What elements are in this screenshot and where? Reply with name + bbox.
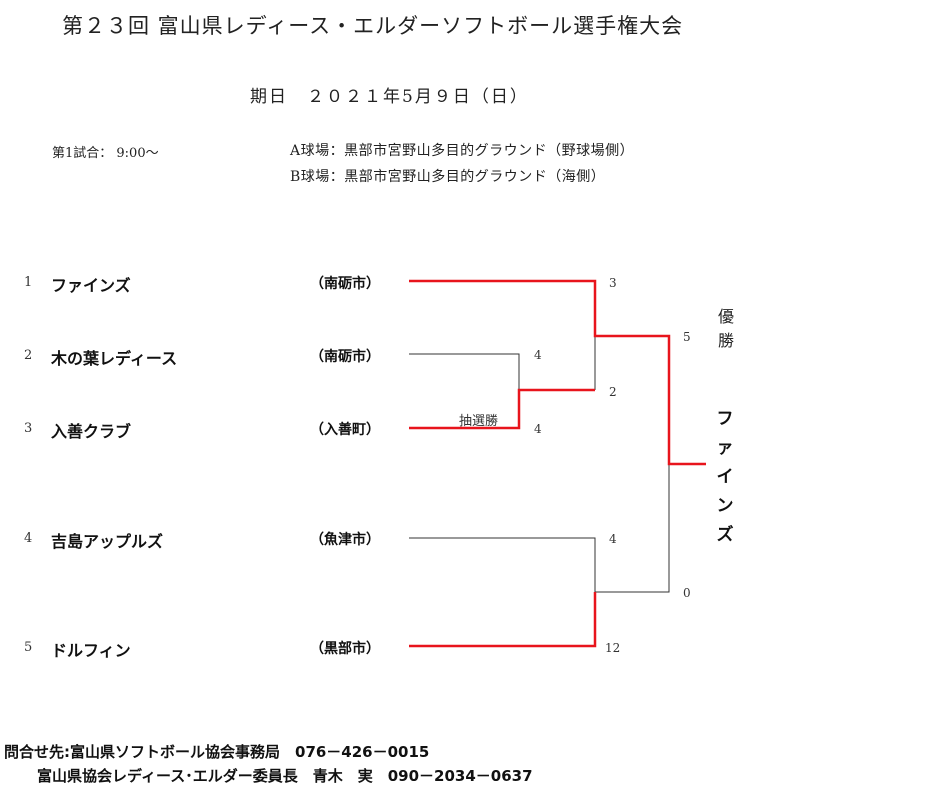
winner-path-team5 — [409, 592, 597, 648]
team-city: （魚津市） — [310, 532, 380, 548]
team-city: （入善町） — [310, 422, 380, 438]
champion-label: 優 勝 — [716, 305, 736, 353]
score-sf1-winner23: 2 — [609, 385, 617, 399]
team-seed: 1 — [24, 275, 33, 290]
bracket-line-final-bottom — [595, 464, 670, 593]
contact-line-2: 富山県協会レディース･エルダー委員長 青木 実 090－2034－0637 — [37, 767, 533, 785]
winner-path-team3 — [409, 388, 595, 430]
score-r1-team3: 4 — [534, 422, 542, 436]
venue-b: B球場：黒部市宮野山多目的グラウンド（海側） — [290, 169, 606, 185]
venue-a: A球場：黒部市宮野山多目的グラウンド（野球場側） — [290, 143, 635, 159]
contact-line-1: 問合せ先:富山県ソフトボール協会事務局 076－426－0015 — [4, 743, 430, 761]
team-name: ドルフィン — [51, 641, 131, 660]
score-final-bottom: 0 — [683, 586, 691, 600]
team-city: （黒部市） — [310, 641, 380, 657]
team-seed: 4 — [24, 531, 33, 546]
team-name: 入善クラブ — [51, 422, 132, 441]
champion-label-char: 勝 — [717, 331, 734, 350]
champion-name-char: フ — [716, 409, 734, 429]
bracket-line-team2 — [409, 353, 520, 390]
team-name: 吉島アップルズ — [51, 532, 164, 551]
tournament-title: 第２３回 富山県レディース・エルダーソフトボール選手権大会 — [62, 14, 684, 38]
team-seed: 3 — [24, 421, 33, 436]
team-seed: 2 — [24, 348, 33, 363]
bracket-line-team4 — [409, 537, 596, 592]
event-date: 期日 ２０２１年5月９日（日） — [250, 87, 529, 107]
team-seed: 5 — [24, 640, 33, 655]
team-city: （南砺市） — [310, 276, 380, 292]
score-final-top: 5 — [683, 330, 691, 344]
score-sf1-team1: 3 — [609, 276, 617, 290]
lottery-win-label: 抽選勝 — [459, 414, 499, 429]
champion-name: フ ァ イ ン ズ — [715, 405, 735, 550]
score-sf2-team5: 12 — [605, 641, 621, 655]
champion-name-char: ァ — [716, 438, 734, 458]
champion-name-char: イ — [716, 467, 734, 487]
score-r1-team2: 4 — [534, 348, 542, 362]
champion-name-char: ン — [716, 496, 734, 516]
champion-name-char: ズ — [716, 525, 734, 545]
champion-label-char: 優 — [717, 307, 734, 326]
team-name: 木の葉レディース — [51, 349, 178, 368]
team-city: （南砺市） — [310, 349, 380, 365]
winner-path-team1 — [409, 279, 706, 466]
score-sf2-team4: 4 — [609, 532, 617, 546]
first-match-time: 第1試合： 9:00～ — [52, 146, 159, 161]
team-name: ファインズ — [51, 276, 131, 295]
